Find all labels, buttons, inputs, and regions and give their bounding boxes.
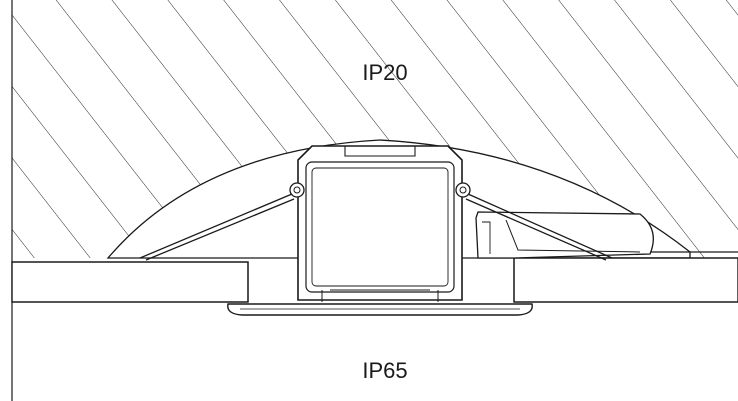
side-module-right bbox=[475, 211, 654, 259]
ceiling-board-left bbox=[11, 261, 249, 303]
ceiling-board-right bbox=[513, 257, 738, 303]
pivot-screw-left-icon bbox=[289, 182, 305, 198]
pivot-screw-right-icon bbox=[455, 182, 471, 198]
trim-bezel bbox=[227, 303, 533, 316]
zone-label-ip65: IP65 bbox=[362, 358, 407, 383]
zone-label-ip20: IP20 bbox=[362, 60, 407, 85]
spring-clip-right bbox=[465, 193, 613, 261]
spring-clip-left bbox=[139, 193, 295, 261]
driver-housing bbox=[297, 145, 463, 302]
